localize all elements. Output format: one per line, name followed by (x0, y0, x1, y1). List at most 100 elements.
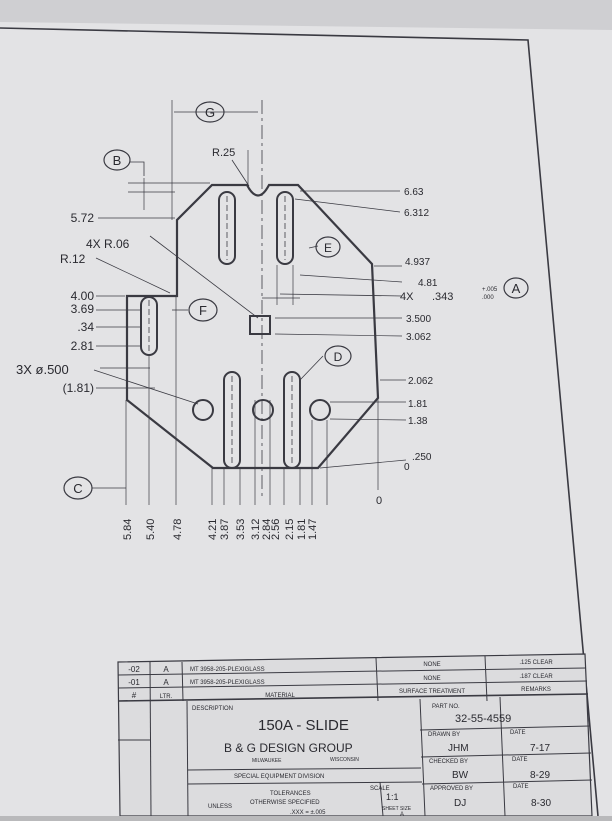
date-value-3: 8-30 (531, 798, 551, 809)
datum-e-label: E (324, 241, 332, 255)
dim-5-72: 5.72 (71, 211, 95, 225)
dim-3-69: 3.69 (71, 302, 95, 316)
bottom-dimensions: 5.84 5.40 4.78 4.21 3.87 3.53 3.12 2.84 … (122, 495, 382, 540)
surface-row-2: NONE (423, 676, 440, 682)
dim-2-062: 2.062 (408, 376, 433, 387)
dim-3-12: 3.12 (250, 519, 262, 540)
dim-5-84: 5.84 (122, 519, 134, 540)
dim-6-63: 6.63 (404, 187, 424, 198)
dim-1-38: 1.38 (408, 416, 428, 427)
paper-shadow (0, 0, 612, 30)
right-dimensions: 6.63 6.312 4.937 4.81 3.500 3.062 2.062 … (404, 187, 438, 473)
drawn-by-value: JHM (448, 743, 469, 754)
datum-c-bubble: C (63, 476, 93, 500)
part-no-value: 32-55-4559 (455, 713, 511, 725)
dim-4-00: 4.00 (71, 289, 95, 303)
revision-table: -02 A MT 3958-205-PLEXIGLASS -01 A MT 39… (128, 660, 553, 700)
rev-header-ltr: LTR. (160, 694, 173, 700)
callout-r12: R.12 (60, 252, 86, 266)
datum-g-bubble: G (195, 101, 225, 123)
datum-a-label: A (512, 281, 521, 296)
drawing-border (0, 27, 599, 817)
company-city: MILWAUKEE (252, 758, 282, 764)
title-block (117, 653, 593, 817)
dim-1-81-bottom: 1.81 (296, 519, 308, 540)
dim-3-062: 3.062 (406, 332, 431, 343)
sheet-size-value: A (400, 812, 404, 816)
datum-d-bubble: D (324, 345, 352, 367)
extension-lines (92, 100, 407, 505)
checked-by-value: BW (452, 770, 469, 781)
dim-5-40: 5.40 (145, 519, 157, 540)
left-dimensions: 5.72 4.00 3.69 .34 2.81 (1.81) (63, 211, 95, 395)
datum-a-bubble: A (503, 277, 529, 299)
dim-3-500: 3.500 (406, 314, 431, 325)
part-no-label: PART NO. (432, 704, 460, 710)
drawn-by-label: DRAWN BY (428, 732, 460, 738)
callout-holes: 3X ø.500 (16, 362, 69, 377)
dim-1-81-ref: (1.81) (63, 381, 94, 395)
surface-row-1: NONE (423, 662, 440, 668)
rev-row-2-ltr: -01 (128, 678, 140, 687)
datum-d-label: D (334, 350, 343, 364)
rev-header-num: # (132, 691, 137, 700)
rev-row-2-material: MT 3958-205-PLEXIGLASS (190, 680, 265, 686)
callout-r25: R.25 (212, 147, 235, 159)
tolerance-line-1: TOLERANCES (270, 791, 311, 797)
checked-by-label: CHECKED BY (429, 759, 468, 765)
approved-by-value: DJ (454, 798, 466, 809)
datum-f-label: F (199, 303, 207, 318)
dim-bottom-zero: 0 (376, 495, 382, 507)
slots (140, 191, 301, 469)
dim-2-56: 2.56 (270, 519, 282, 540)
date-label-3: DATE (513, 784, 529, 790)
rev-row-2-rev: A (163, 678, 169, 687)
datum-b-bubble: B (103, 149, 145, 176)
holes (192, 315, 331, 421)
callout-slots-value: .343 (432, 291, 453, 303)
date-value-2: 8-29 (530, 770, 550, 781)
part-outline (125, 183, 380, 470)
datum-f-bubble: F (188, 298, 218, 322)
callout-slots-prefix: 4X (400, 291, 414, 303)
dim-4-81: 4.81 (418, 278, 438, 289)
tolerance-line-2: OTHERWISE SPECIFIED (250, 800, 320, 806)
dim-1-47: 1.47 (307, 519, 319, 540)
date-label-1: DATE (510, 730, 526, 736)
remarks-row-1: .125 CLEAR (519, 660, 553, 666)
dim-1-81: 1.81 (408, 399, 428, 410)
datum-c-label: C (73, 481, 82, 496)
remarks-label: REMARKS (521, 687, 551, 693)
dim-2-81: 2.81 (71, 339, 95, 353)
dim-3-53: 3.53 (235, 519, 247, 540)
scale-value: 1:1 (386, 792, 399, 802)
scale-label: SCALE (370, 786, 390, 792)
dim-0-34: .34 (77, 320, 94, 334)
date-value-1: 7-17 (530, 743, 550, 754)
surface-label: SURFACE TREATMENT (399, 689, 465, 695)
leaders (93, 159, 403, 405)
dim-4-21: 4.21 (207, 519, 219, 540)
callout-tol-plus: +.005 (482, 287, 498, 293)
description-block: DESCRIPTION 150A - SLIDE B & G DESIGN GR… (192, 706, 412, 818)
tolerance-unless: UNLESS (208, 804, 232, 810)
rev-row-1-material: MT 3958-205-PLEXIGLASS (190, 667, 265, 673)
dim-3-87: 3.87 (219, 519, 231, 540)
rev-header-material: MATERIAL (265, 693, 295, 699)
company-division: SPECIAL EQUIPMENT DIVISION (234, 774, 324, 780)
company-state: WISCONSIN (330, 757, 359, 763)
rev-row-1-ltr: -02 (128, 665, 140, 674)
rev-row-1-rev: A (163, 665, 169, 674)
dim-0-250: .250 (412, 452, 432, 463)
remarks-row-2: .187 CLEAR (519, 674, 553, 680)
tolerance-line-3: .XXX = ±.005 (290, 810, 326, 816)
sheet-size-label: SHEET SIZE (382, 806, 412, 812)
approval-block: PART NO. 32-55-4559 DRAWN BY JHM DATE 7-… (428, 704, 551, 809)
description-value: 150A - SLIDE (258, 717, 349, 734)
datum-e-bubble: E (315, 236, 341, 258)
company-name: B & G DESIGN GROUP (224, 741, 353, 755)
datum-g-label: G (205, 105, 215, 120)
datum-b-label: B (113, 153, 122, 168)
